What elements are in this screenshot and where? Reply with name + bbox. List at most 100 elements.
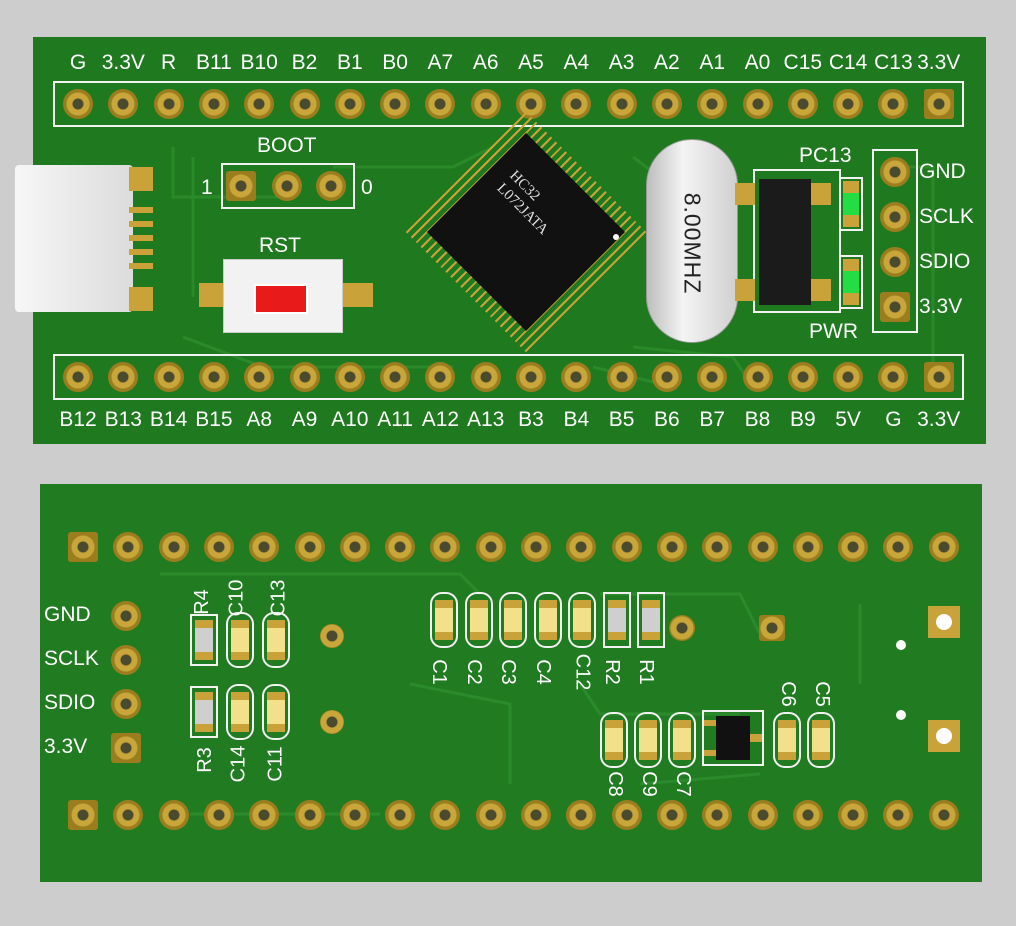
bottom-header-pin[interactable] — [742, 362, 773, 392]
bottom-side-pin[interactable] — [475, 800, 506, 830]
bottom-header-pin[interactable] — [878, 362, 909, 392]
bottom-side-pin[interactable] — [928, 800, 959, 830]
bottom-side-pin[interactable] — [928, 532, 959, 562]
bottom-side-pin[interactable] — [521, 800, 551, 830]
c8 — [605, 720, 623, 760]
boot-pin-1[interactable] — [226, 171, 256, 201]
reset-button-cap[interactable] — [254, 284, 308, 314]
via-pad — [669, 615, 695, 641]
top-header-pin[interactable] — [923, 89, 954, 119]
usb-pad — [129, 263, 153, 269]
top-header-pin[interactable] — [470, 89, 501, 119]
top-header-pin[interactable] — [334, 89, 365, 119]
bottom-header-pin[interactable] — [63, 362, 93, 392]
top-header-pin[interactable] — [516, 89, 546, 119]
bottom-side-pin[interactable] — [385, 532, 416, 562]
swd-pin[interactable] — [111, 645, 141, 675]
r2-label: R2 — [600, 659, 623, 685]
bottom-side-pin[interactable] — [68, 532, 98, 562]
top-header-pin[interactable] — [651, 89, 682, 119]
top-header-pin[interactable] — [742, 89, 773, 119]
top-header-pin[interactable] — [787, 89, 818, 119]
bottom-side-pin[interactable] — [702, 532, 733, 562]
bottom-side-pin[interactable] — [339, 800, 370, 830]
top-header-pin[interactable] — [425, 89, 456, 119]
bottom-side-pin[interactable] — [656, 800, 687, 830]
top-header-pin[interactable] — [198, 89, 229, 119]
top-header-pin[interactable] — [108, 89, 139, 119]
bottom-side-pin[interactable] — [203, 800, 234, 830]
swd-pin[interactable] — [880, 157, 910, 187]
top-header-pin[interactable] — [606, 89, 637, 119]
swd-pin[interactable] — [880, 247, 910, 277]
bottom-side-pin[interactable] — [475, 532, 506, 562]
bottom-side-pin[interactable] — [430, 800, 461, 830]
bottom-side-pin[interactable] — [158, 800, 189, 830]
top-header-pin[interactable] — [697, 89, 728, 119]
top-header-pin[interactable] — [244, 89, 275, 119]
bottom-header-pin[interactable] — [561, 362, 592, 392]
bottom-side-pin[interactable] — [294, 532, 325, 562]
bottom-side-pin[interactable] — [611, 532, 642, 562]
bottom-side-pin[interactable] — [385, 800, 416, 830]
bottom-header-pin[interactable] — [697, 362, 728, 392]
bottom-side-pin[interactable] — [792, 800, 823, 830]
boot-pin-2[interactable] — [272, 171, 302, 201]
bottom-side-pin[interactable] — [883, 800, 914, 830]
bottom-side-pin[interactable] — [838, 532, 869, 562]
bottom-side-pin[interactable] — [838, 800, 869, 830]
swd-pin[interactable] — [880, 292, 910, 322]
bottom-header-pin[interactable] — [108, 362, 139, 392]
bottom-header-pin[interactable] — [470, 362, 501, 392]
bottom-side-pin[interactable] — [249, 800, 280, 830]
bottom-header-pin[interactable] — [244, 362, 275, 392]
bottom-header-pin[interactable] — [198, 362, 229, 392]
top-header-pin[interactable] — [878, 89, 909, 119]
boot-pin-3[interactable] — [316, 171, 346, 201]
top-header-pin[interactable] — [289, 89, 320, 119]
bottom-header-pin[interactable] — [833, 362, 864, 392]
bottom-side-pin[interactable] — [294, 800, 325, 830]
bottom-side-pin[interactable] — [656, 532, 687, 562]
top-header-pin[interactable] — [833, 89, 864, 119]
bottom-side-pin[interactable] — [566, 532, 597, 562]
bottom-side-pin[interactable] — [113, 800, 144, 830]
bottom-header-pin[interactable] — [289, 362, 320, 392]
boot-zero-label: 0 — [361, 176, 373, 199]
bottom-side-pin[interactable] — [521, 532, 551, 562]
swd-pin[interactable] — [880, 202, 910, 232]
top-header-pin[interactable] — [561, 89, 592, 119]
reset-button[interactable] — [223, 259, 343, 333]
top-header-pin[interactable] — [153, 89, 184, 119]
bottom-side-pin[interactable] — [792, 532, 823, 562]
swd-pin[interactable] — [111, 601, 141, 631]
bottom-side-pin[interactable] — [747, 532, 778, 562]
bottom-side-pin[interactable] — [249, 532, 280, 562]
swd-pin-label: 3.3V — [44, 735, 88, 758]
bottom-side-pin[interactable] — [430, 532, 461, 562]
bottom-header-pin[interactable] — [425, 362, 456, 392]
bottom-header-pin[interactable] — [516, 362, 546, 392]
bottom-side-pin[interactable] — [113, 532, 144, 562]
swd-pin[interactable] — [111, 733, 141, 763]
top-header-pin[interactable] — [380, 89, 411, 119]
bottom-header-pin[interactable] — [153, 362, 184, 392]
swd-pin[interactable] — [111, 689, 141, 719]
bottom-header-pin[interactable] — [651, 362, 682, 392]
bottom-side-pin[interactable] — [611, 800, 642, 830]
bottom-header-pin[interactable] — [606, 362, 637, 392]
bottom-side-pin[interactable] — [566, 800, 597, 830]
c5-outline — [807, 712, 835, 768]
bottom-header-pin[interactable] — [334, 362, 365, 392]
bottom-side-pin[interactable] — [203, 532, 234, 562]
bottom-side-pin[interactable] — [747, 800, 778, 830]
bottom-header-pin[interactable] — [380, 362, 411, 392]
bottom-header-pin[interactable] — [923, 362, 954, 392]
bottom-side-pin[interactable] — [158, 532, 189, 562]
bottom-side-pin[interactable] — [702, 800, 733, 830]
bottom-side-pin[interactable] — [339, 532, 370, 562]
top-header-pin[interactable] — [63, 89, 93, 119]
bottom-side-pin[interactable] — [883, 532, 914, 562]
bottom-side-pin[interactable] — [68, 800, 98, 830]
bottom-header-pin[interactable] — [787, 362, 818, 392]
